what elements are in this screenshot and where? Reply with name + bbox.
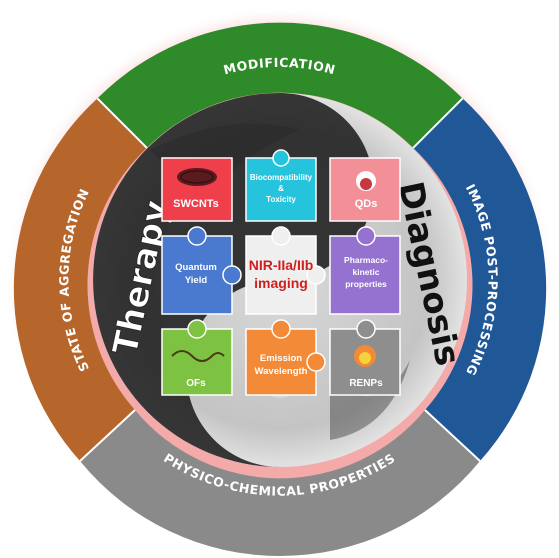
pharma-label-line3: properties [345,279,387,289]
ring-segment-state-of-aggregation [13,98,147,462]
quantum-yield-label-line1: Quantum [175,262,217,273]
piece-emission-wavelength: Emission Wavelength [245,319,326,396]
center-label-line2: imaging [254,275,308,291]
molecule-icon [171,350,225,362]
center-label-line1: NIR-IIa/IIb [249,257,314,273]
piece-ofs: OFs [161,319,233,396]
swcnts-label: SWCNTs [173,198,219,210]
ring-segment-physico-chemical [80,410,480,557]
pharma-label-line2: kinetic [353,267,380,277]
emission-label-line2: Wavelength [255,366,308,377]
piece-renps: RENPs [329,319,401,396]
pharma-label-line1: Pharmaco- [344,255,388,265]
piece-swcnts: SWCNTs [161,157,233,222]
biocompat-label-line3: Toxicity [266,195,296,204]
emission-label-line1: Emission [260,353,302,364]
ring-segment-image-post-processing [413,98,547,462]
qds-label: QDs [355,198,378,210]
puzzle-grid: SWCNTs Biocompatibility & Toxicity QDs Q… [161,149,401,396]
piece-pharmacokinetic: Pharmaco- kinetic properties [329,226,401,315]
biocompat-label-line1: Biocompatibility [250,173,313,182]
piece-qds: QDs [329,157,401,222]
ring-label-top: MODIFICATION [222,55,337,78]
piece-biocompatibility: Biocompatibility & Toxicity [245,149,317,222]
biocompat-label-line2: & [278,184,284,193]
ring [13,22,547,557]
piece-quantum-yield: Quantum Yield [161,226,242,315]
ring-segment-modification [97,22,463,148]
quantum-yield-label-line2: Yield [185,275,208,286]
piece-center: NIR-IIa/IIb imaging [245,226,326,315]
ofs-label: OFs [186,378,206,389]
renps-label: RENPs [349,378,383,389]
